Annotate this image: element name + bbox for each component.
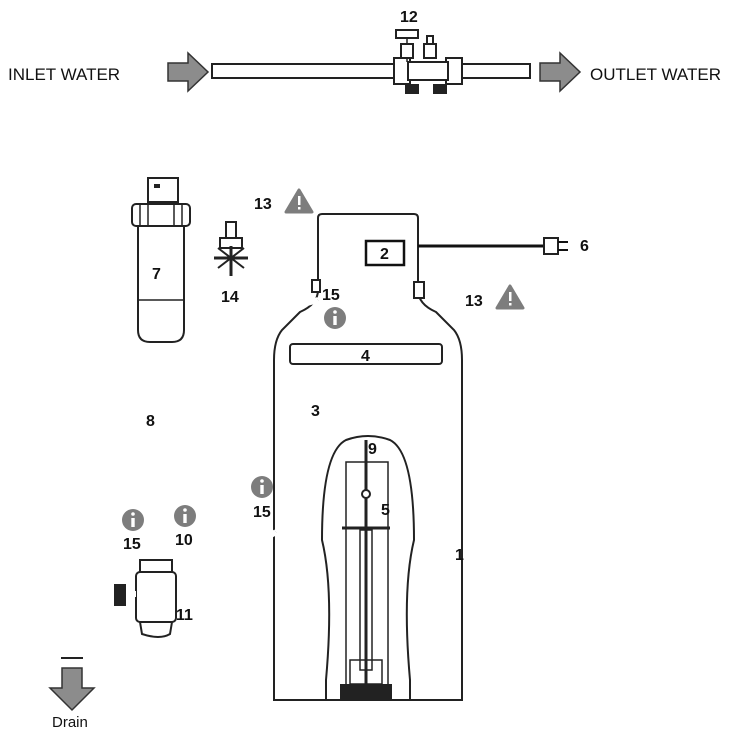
inlet-water-label: INLET WATER xyxy=(8,65,120,84)
callout-6: 6 xyxy=(580,238,589,255)
water-softener xyxy=(273,213,463,701)
callout-12: 12 xyxy=(400,9,418,26)
bypass-valve xyxy=(393,29,463,94)
callout-13-top: 13 xyxy=(254,196,272,213)
inlet-hose xyxy=(99,94,415,215)
warning-icon xyxy=(495,284,525,310)
overflow-hose xyxy=(168,529,278,559)
callout-2: 2 xyxy=(380,246,389,263)
callout-4: 4 xyxy=(361,348,370,365)
filter-to-softener-hose xyxy=(190,211,319,289)
sampling-tap xyxy=(214,221,248,276)
callout-11: 11 xyxy=(176,607,193,624)
drain-hose xyxy=(151,297,319,553)
info-icon xyxy=(324,307,346,329)
callout-15-head: 15 xyxy=(322,287,340,304)
callout-14: 14 xyxy=(221,289,239,306)
info-icon xyxy=(122,509,144,531)
callout-13-right: 13 xyxy=(465,293,483,310)
main-water-line xyxy=(211,63,531,79)
outlet-water-label: OUTLET WATER xyxy=(590,65,721,84)
flow-arrow-icon xyxy=(539,51,582,93)
callout-10: 10 xyxy=(175,532,193,549)
callout-15-overflow: 15 xyxy=(253,504,271,521)
callout-8: 8 xyxy=(146,413,155,430)
callout-3: 3 xyxy=(311,403,320,420)
outlet-hose xyxy=(420,94,494,289)
callout-5: 5 xyxy=(381,502,390,519)
warning-icon xyxy=(284,188,314,214)
callout-7: 7 xyxy=(152,266,161,283)
info-icon xyxy=(174,505,196,527)
power-cord xyxy=(418,237,568,255)
drain-label: Drain xyxy=(52,714,88,731)
flow-arrow-icon xyxy=(167,51,210,93)
callout-9: 9 xyxy=(368,441,377,458)
pre-filter xyxy=(131,177,191,343)
callout-1: 1 xyxy=(455,547,464,564)
drain-air-gap xyxy=(61,559,177,659)
callout-15-drain: 15 xyxy=(123,536,141,553)
info-icon xyxy=(251,476,273,498)
flow-arrow-icon xyxy=(48,667,96,712)
